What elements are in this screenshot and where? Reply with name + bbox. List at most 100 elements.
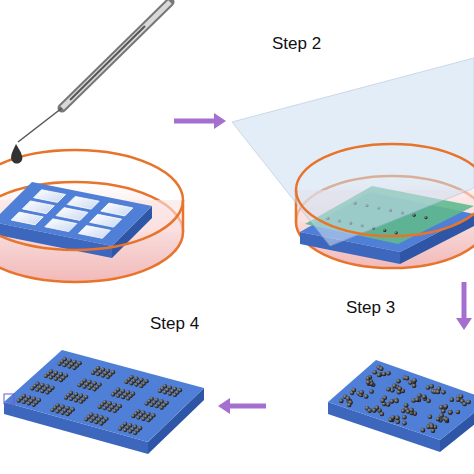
particle-dot bbox=[118, 404, 122, 408]
particle-dot bbox=[346, 396, 351, 401]
particle-dot bbox=[422, 394, 427, 399]
particle-dot bbox=[99, 415, 103, 419]
particle-dot bbox=[347, 403, 352, 408]
particle-dot bbox=[390, 399, 395, 404]
particle-dot bbox=[108, 401, 112, 405]
particle-dot bbox=[379, 366, 384, 371]
particle-dot bbox=[129, 375, 133, 379]
syringe-barrel-glass bbox=[62, 2, 170, 108]
particle-dot bbox=[441, 390, 446, 395]
particle-dot bbox=[113, 403, 117, 407]
particle-dot bbox=[404, 403, 409, 408]
particle-dot bbox=[49, 369, 53, 373]
particle-dot bbox=[377, 373, 382, 378]
particle-dot bbox=[369, 389, 374, 394]
particle-dot bbox=[56, 403, 60, 407]
particle-dot bbox=[380, 398, 385, 403]
particle-dot bbox=[103, 400, 107, 404]
step4-scene bbox=[4, 350, 204, 454]
particle-dot bbox=[173, 387, 177, 391]
substrate-block-top bbox=[4, 350, 204, 442]
particle-dot bbox=[436, 390, 441, 395]
step-arrow bbox=[462, 282, 467, 318]
particle-dot bbox=[27, 395, 31, 399]
particle-dot bbox=[136, 409, 140, 413]
particle-dot bbox=[141, 411, 145, 415]
particle-dot bbox=[436, 417, 441, 422]
particle-dot bbox=[45, 384, 49, 388]
particle-dot bbox=[116, 388, 120, 392]
particle-dot bbox=[155, 398, 159, 402]
particle-dot bbox=[372, 408, 377, 413]
particle-dot bbox=[402, 421, 407, 426]
particle-dot bbox=[40, 383, 44, 387]
particle-dot bbox=[163, 384, 167, 388]
particle-dot bbox=[386, 402, 391, 407]
syringe-barrel bbox=[62, 2, 170, 108]
mold-well bbox=[67, 196, 99, 209]
particle-dot bbox=[160, 399, 164, 403]
particle-dot bbox=[386, 371, 391, 376]
particle-dot bbox=[391, 415, 396, 420]
particle-dot bbox=[395, 416, 400, 421]
mold-well bbox=[78, 226, 110, 239]
particle-dot bbox=[121, 389, 125, 393]
particle-dot bbox=[146, 412, 150, 416]
particle-dot bbox=[165, 401, 169, 405]
particle-dot bbox=[424, 216, 427, 219]
particle-dot bbox=[64, 373, 68, 377]
particle-dot bbox=[426, 398, 431, 403]
particle-dot bbox=[367, 408, 372, 413]
particle-dot bbox=[35, 382, 39, 386]
step3-scene bbox=[328, 360, 474, 452]
particle-dot bbox=[54, 371, 58, 375]
step-arrow-head bbox=[218, 398, 230, 414]
particle-dot bbox=[88, 380, 92, 384]
particle-dot bbox=[412, 214, 415, 217]
particle-dot bbox=[439, 405, 444, 410]
petri-dish-rim bbox=[0, 150, 183, 250]
particle-dot bbox=[366, 380, 371, 385]
particle-dot bbox=[104, 417, 108, 421]
particle-dot bbox=[74, 392, 78, 396]
particle-dot bbox=[128, 423, 132, 427]
particle-dot bbox=[449, 397, 454, 402]
particle-dot bbox=[392, 384, 397, 389]
detail-marker bbox=[4, 394, 14, 404]
particle-dot bbox=[69, 391, 73, 395]
particle-dot bbox=[448, 410, 453, 415]
particle-dot bbox=[386, 387, 391, 392]
particle-dot bbox=[352, 388, 357, 393]
particle-dot bbox=[383, 229, 386, 232]
particle-dot bbox=[138, 426, 142, 430]
particle-dot bbox=[412, 378, 417, 383]
particle-dot bbox=[401, 409, 406, 414]
particle-dot bbox=[123, 422, 127, 426]
particle-dot bbox=[22, 394, 26, 398]
particle-dot bbox=[405, 376, 410, 381]
particle-dot bbox=[178, 388, 182, 392]
particle-dot bbox=[151, 413, 155, 417]
step-arrow-head bbox=[456, 318, 472, 330]
particle-dot bbox=[66, 406, 70, 410]
particle-dot bbox=[83, 378, 87, 382]
particle-dot bbox=[134, 376, 138, 380]
particle-dot bbox=[133, 425, 137, 429]
particle-dot bbox=[439, 413, 444, 418]
particle-dot bbox=[168, 385, 172, 389]
step-label: Step 3 bbox=[346, 298, 395, 318]
particle-dot bbox=[466, 400, 471, 405]
particle-dot bbox=[398, 386, 403, 391]
particle-dot bbox=[396, 379, 401, 384]
particle-dot bbox=[84, 395, 88, 399]
step-arrow bbox=[174, 119, 214, 124]
particle-dot bbox=[402, 415, 407, 420]
particle-dot bbox=[126, 390, 130, 394]
particle-dot bbox=[98, 382, 102, 386]
particle-dot bbox=[395, 231, 398, 234]
particle-dot bbox=[364, 394, 369, 399]
particle-dot bbox=[443, 404, 448, 409]
mold-well bbox=[22, 201, 54, 214]
